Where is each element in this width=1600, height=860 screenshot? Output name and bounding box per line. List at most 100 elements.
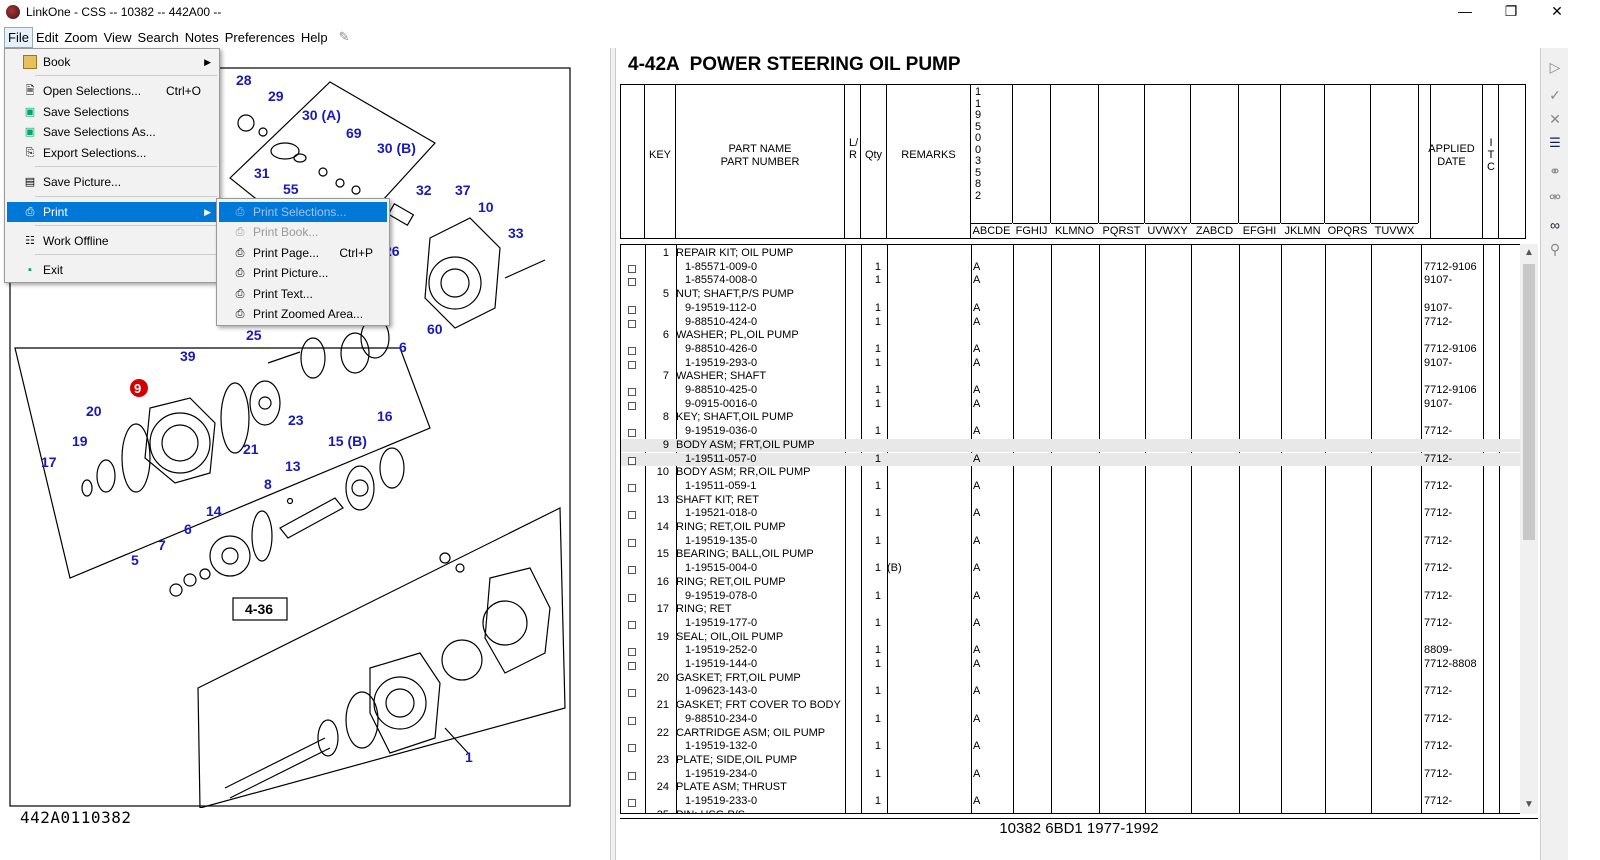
menu-item-open-selections[interactable]: 🗎 Open Selections...Ctrl+O xyxy=(7,81,217,101)
menu-item-print[interactable]: ⎙ Print▶ xyxy=(7,202,217,222)
row-checkbox[interactable] xyxy=(628,511,636,520)
scroll-down-arrow-icon[interactable]: ▼ xyxy=(1524,799,1534,810)
menu-view[interactable]: View xyxy=(103,29,132,45)
menu-item-work-offline[interactable]: ☷ Work Offline xyxy=(7,231,217,251)
row-checkbox[interactable] xyxy=(628,620,636,629)
close-button[interactable]: ✕ xyxy=(1551,3,1563,19)
row-checkbox[interactable] xyxy=(628,360,636,369)
row-checkbox[interactable] xyxy=(628,264,636,273)
row-checkbox[interactable] xyxy=(628,278,636,287)
row-checkbox[interactable] xyxy=(628,305,636,314)
menu-file[interactable]: File xyxy=(4,26,33,48)
menu-item-exit[interactable]: ▪ Exit xyxy=(7,260,217,280)
pin-icon[interactable]: ✎ xyxy=(338,29,350,44)
cross-icon[interactable]: ✕ xyxy=(1549,111,1561,127)
row-checkbox[interactable] xyxy=(628,593,636,602)
menu-item-print-zoomed-area[interactable]: ⎙ Print Zoomed Area... xyxy=(219,304,387,324)
part-name-row[interactable]: 25PIN; HSG P/S xyxy=(621,809,1525,813)
unlink-icon[interactable]: ⚮ xyxy=(1549,189,1561,205)
menu-item-print-text[interactable]: ⎙ Print Text... xyxy=(219,284,387,304)
row-checkbox[interactable] xyxy=(628,538,636,547)
binoculars-icon[interactable]: ∞ xyxy=(1550,217,1560,233)
row-checkbox[interactable] xyxy=(628,388,636,396)
menu-preferences[interactable]: Preferences xyxy=(224,29,295,45)
row-checkbox[interactable] xyxy=(628,456,636,465)
row-checkbox[interactable] xyxy=(628,689,636,698)
menu-edit[interactable]: Edit xyxy=(35,29,59,45)
restore-button[interactable]: ❐ xyxy=(1504,3,1518,19)
row-checkbox[interactable] xyxy=(628,744,636,753)
menu-help[interactable]: Help xyxy=(300,29,328,45)
row-checkbox[interactable] xyxy=(628,799,636,807)
menu-item-print-selections[interactable]: ⎙ Print Selections... xyxy=(219,202,387,222)
row-checkbox[interactable] xyxy=(628,771,636,780)
menu-item-export-selections[interactable]: ⎘ Export Selections... xyxy=(7,143,217,163)
row-checkbox[interactable] xyxy=(628,483,636,492)
check-icon[interactable]: ✓ xyxy=(1549,87,1561,103)
play-icon[interactable]: ▷ xyxy=(1549,59,1561,75)
menu-item-save-selections-as[interactable]: ▣ Save Selections As... xyxy=(24,125,156,139)
menu-zoom[interactable]: Zoom xyxy=(64,29,98,45)
pane-splitter[interactable] xyxy=(610,48,616,860)
menu-item-book[interactable]: Book▶ xyxy=(7,52,217,72)
list-icon[interactable]: ☰ xyxy=(1549,135,1561,150)
row-checkbox[interactable] xyxy=(628,648,636,657)
menu-item-print-picture[interactable]: ⎙ Print Picture... xyxy=(219,263,387,283)
row-checkbox[interactable] xyxy=(628,566,636,575)
row-checkbox[interactable] xyxy=(628,346,636,355)
row-checkbox[interactable] xyxy=(628,662,636,670)
menu-item-print-book[interactable]: ⎙ Print Book... xyxy=(219,222,387,242)
zoom-icon[interactable]: ⚲ xyxy=(1549,241,1561,257)
menu-notes[interactable]: Notes xyxy=(184,29,219,45)
menu-item-save-picture[interactable]: ▤ Save Picture... xyxy=(24,175,122,189)
minimize-button[interactable]: — xyxy=(1458,3,1472,19)
row-checkbox[interactable] xyxy=(628,429,636,438)
row-checkbox[interactable] xyxy=(628,401,636,410)
scroll-up-arrow-icon[interactable]: ▲ xyxy=(1524,247,1534,258)
scroll-thumb[interactable] xyxy=(1523,264,1535,540)
menu-search[interactable]: Search xyxy=(137,29,179,45)
menu-item-print-page[interactable]: ⎙ Print Page...Ctrl+P xyxy=(219,243,387,263)
row-checkbox[interactable] xyxy=(628,716,636,725)
table-scrollbar[interactable]: ▲ ▼ xyxy=(1520,244,1538,814)
menu-item-save-selections[interactable]: ▣ Save Selections xyxy=(24,105,130,119)
